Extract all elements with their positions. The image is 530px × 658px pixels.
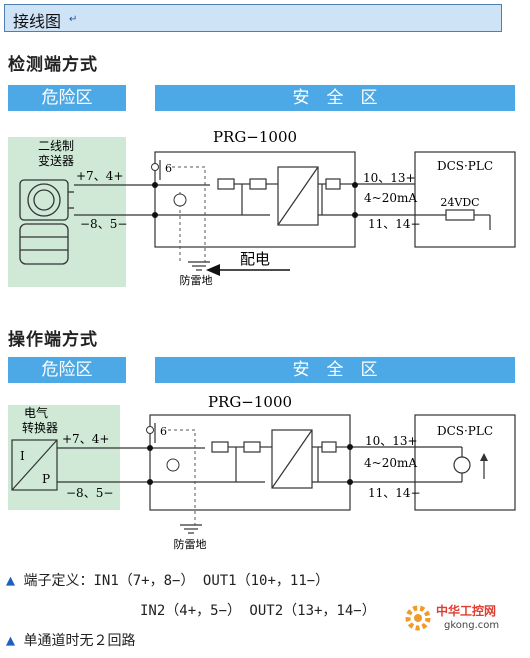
converter-label-2: 转换器 [22, 420, 58, 435]
footer-line-1: ▲ 端子定义：IN1（7+，8−） OUT1（10+，11−） [6, 570, 329, 590]
signal-label-2: 4~20mA [364, 456, 417, 470]
pin6-terminal-2 [146, 426, 154, 434]
return-mark-icon: ↵ [69, 14, 78, 25]
gear-icon [405, 605, 431, 631]
footer-text-1: 端子定义：IN1（7+，8−） OUT1（10+，11−） [23, 573, 330, 589]
module-box [154, 151, 356, 248]
footer-text-3: 单通道时无２回路 [23, 633, 136, 649]
ground-label: 防雷地 [180, 273, 213, 287]
wiring [74, 151, 516, 248]
ip-converter-icon: I P [11, 439, 58, 491]
transmitter-label-1: 二线制 [38, 139, 74, 153]
module-box-2 [149, 414, 351, 511]
output-positive-label-2: 10、13+ [365, 434, 418, 448]
up-arrow-icon [480, 453, 488, 461]
module-name-2: PRG−1000 [208, 393, 292, 411]
input-negative-label: −8、5− [80, 217, 127, 231]
footer-line-2: IN2（4+，5−） OUT2（13+，14−） [140, 603, 376, 619]
section2-hazard-band: 危险区 [8, 357, 126, 383]
ground-icon-2 [180, 524, 202, 534]
terminal-dots-2 [147, 444, 353, 485]
output-negative-label-2: 11、14− [368, 486, 421, 500]
input-positive-label: +7、4+ [76, 169, 123, 183]
triangle-icon: ▲ [6, 571, 16, 589]
ground-dashed-line [172, 166, 206, 262]
dcs-label: DCS·PLC [437, 159, 493, 173]
wiring-2 [57, 414, 516, 511]
pin6-terminal [151, 163, 159, 171]
section2-diagram: 电气 转换器 I P PRG−1000 [8, 393, 516, 551]
ground-dashed-line-2 [168, 429, 196, 525]
section2-title: 操作端方式 [8, 330, 98, 350]
power-label: 配电 [240, 250, 270, 268]
pin6-label: 6 [165, 162, 172, 175]
watermark-cn: 中华工控网 [436, 604, 497, 618]
section1-safe-band: 安 全 区 [155, 85, 515, 111]
transmitter-icon [19, 179, 74, 265]
terminal-dots [152, 182, 358, 218]
ground-label-2: 防雷地 [174, 537, 207, 551]
converter-panel [8, 405, 120, 510]
page-title: 接线图 [13, 12, 62, 31]
module-name: PRG−1000 [213, 128, 297, 146]
supply-label: 24VDC [440, 196, 479, 209]
pin6-label-2: 6 [160, 425, 167, 438]
lamp-icon [173, 193, 187, 207]
output-positive-label: 10、13+ [363, 171, 416, 185]
triangle-icon: ▲ [6, 631, 16, 649]
section1-hazard-band: 危险区 [8, 85, 126, 111]
watermark-url: gkong.com [444, 620, 500, 631]
title-bar: 接线图 ↵ [4, 4, 502, 32]
power-arrow-icon [206, 264, 290, 276]
input-negative-label-2: −8、5− [66, 486, 113, 500]
current-source-icon [453, 456, 471, 474]
dcs-label-2: DCS·PLC [437, 424, 493, 438]
signal-label: 4~20mA [364, 191, 417, 205]
section1-diagram: 二线制 变送器 PRG−1000 [8, 128, 516, 287]
section2-safe-band: 安 全 区 [155, 357, 515, 383]
ip-i-label: I [20, 449, 25, 463]
input-positive-label-2: +7、4+ [62, 432, 109, 446]
ip-p-label: P [42, 472, 50, 486]
footer-line-3: ▲ 单通道时无２回路 [6, 630, 135, 650]
ground-icon [188, 261, 210, 271]
output-negative-label: 11、14− [368, 217, 421, 231]
section1-title: 检测端方式 [8, 55, 98, 75]
converter-label-1: 电气 [24, 405, 48, 420]
lamp-icon-2 [166, 458, 180, 472]
transmitter-label-2: 变送器 [38, 153, 74, 168]
